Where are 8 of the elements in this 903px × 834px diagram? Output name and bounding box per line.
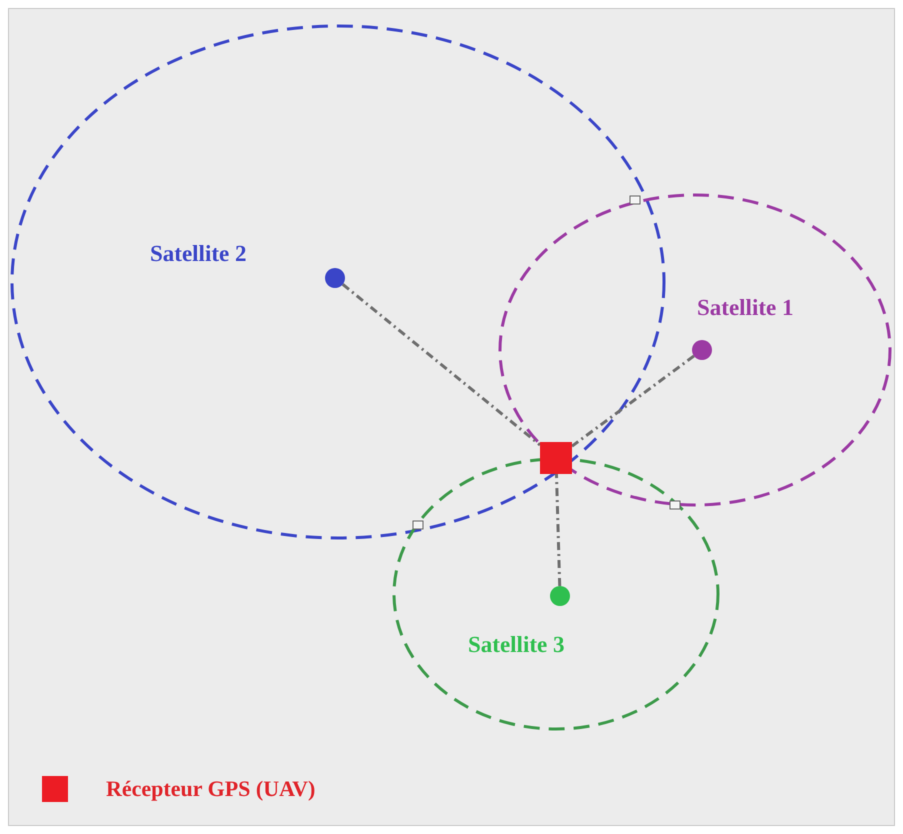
signal-line xyxy=(342,283,541,446)
satellite-label: Satellite 1 xyxy=(697,296,794,319)
satellite-label: Satellite 3 xyxy=(468,633,564,656)
signal-line xyxy=(554,474,562,586)
legend-text: Récepteur GPS (UAV) xyxy=(106,775,316,803)
receiver-square xyxy=(540,442,572,474)
signal-line xyxy=(571,354,695,448)
satellite-label: Satellite 2 xyxy=(150,242,246,265)
